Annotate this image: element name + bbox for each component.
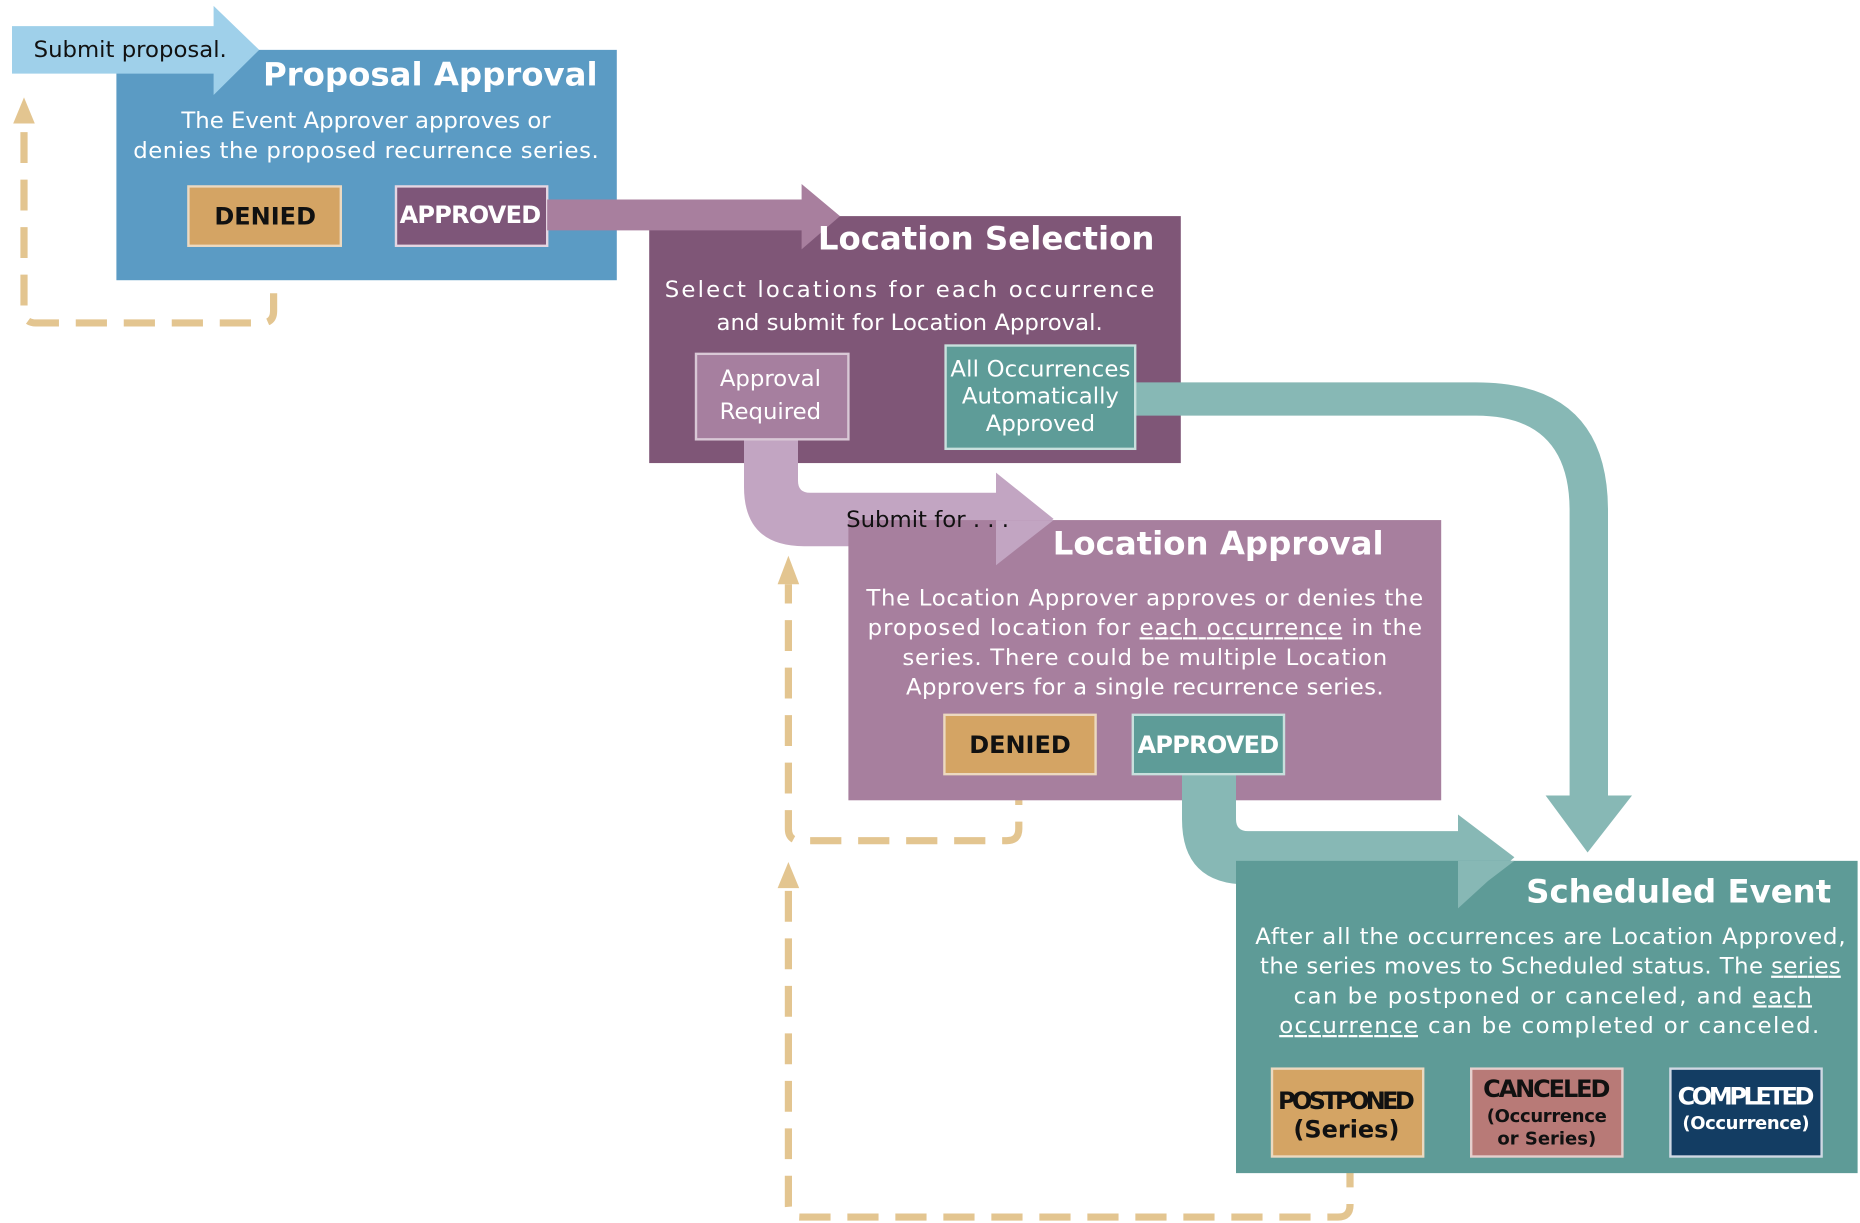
dashed-arrowheads [13,97,800,889]
location-selection-body-1: Select locations for each occurrence [665,277,1155,303]
dashed-return-lines [20,124,1354,1221]
return-path-location-denied [784,584,1023,845]
proposal-denied-label: DENIED [214,203,316,231]
scheduled-body-4: occurrence can be completed or canceled. [1279,1013,1819,1039]
scheduled-body-2: the series moves to Scheduled status. Th… [1260,954,1841,980]
postponed-sub-label: (Series) [1293,1116,1399,1144]
location-approved-label: APPROVED [1138,731,1280,759]
completed-label: COMPLETED [1678,1082,1815,1110]
approved-to-selection-arrow [547,184,840,250]
location-approval-body-1: The Location Approver approves or denies… [865,586,1423,612]
proposal-approval-body-1: The Event Approver approves or [180,108,551,134]
text-segment: can be completed or canceled. [1419,1013,1819,1039]
submit-for-label: Submit for . . . [846,507,1009,533]
return-path-proposal-denied [20,124,278,327]
return-path-postponed [784,888,1354,1221]
text-segment: proposed location for [868,615,1139,641]
text-segment: can be postponed or canceled, and [1294,983,1752,1009]
canceled-sub-label-1: (Occurrence [1487,1106,1607,1127]
postponed-badge [1270,1067,1425,1158]
proposal-approval-title: Proposal Approval [263,56,598,94]
location-selection-body-2: and submit for Location Approval. [716,310,1102,336]
text-segment: the series moves to Scheduled status. Th… [1260,954,1771,980]
location-approval-body-2: proposed location for each occurrence in… [868,615,1422,641]
approval-required-label-1: Approval [720,366,821,392]
postponed-label: POSTPONED [1278,1087,1415,1115]
text-segment: in the [1343,615,1422,641]
canceled-sub-label-2: or Series) [1497,1129,1596,1150]
auto-approved-label-2: Automatically [962,384,1119,410]
location-denied-badge [943,713,1097,776]
auto-approved-to-scheduled-arrow [1135,382,1632,853]
proposal-approval-body-2: denies the proposed recurrence series. [133,138,599,164]
completed-sub-label: (Occurrence) [1682,1113,1809,1134]
completed-badge [1669,1067,1823,1158]
submit-proposal-label: Submit proposal. [34,37,227,63]
canceled-badge [1470,1067,1624,1158]
auto-approved-label-3: Approved [986,411,1095,437]
location-approval-body-4: Approvers for a single recurrence series… [906,675,1384,701]
each-occurrence-emphasis: each occurrence [1140,615,1343,641]
scheduled-arrow-head-cover [1458,860,1515,909]
scheduled-event-title: Scheduled Event [1526,873,1831,911]
proposal-denied-badge [187,185,342,247]
occurrence-emphasis: occurrence [1279,1013,1418,1039]
approval-required-option [694,352,850,441]
location-denied-label: DENIED [969,731,1071,759]
series-emphasis: series [1771,954,1841,980]
location-approval-title: Location Approval [1053,525,1384,563]
scheduled-body-3: can be postponed or canceled, and each [1294,983,1812,1009]
arrow-up-icon [777,862,800,889]
location-approval-body-3: series. There could be multiple Location [902,645,1387,671]
arrow-up-icon [13,97,35,124]
arrow-up-icon [777,555,800,585]
location-approved-badge [1131,713,1286,776]
auto-approved-option [944,344,1137,451]
proposal-approved-label: APPROVED [400,201,542,229]
location-selection-title: Location Selection [818,220,1155,258]
canceled-label: CANCELED [1483,1075,1610,1103]
scheduled-body-1: After all the occurrences are Location A… [1255,924,1845,950]
submit-proposal-arrow [12,5,260,95]
auto-approved-label-1: All Occurrences [950,357,1130,383]
approval-required-label-2: Required [720,399,821,425]
